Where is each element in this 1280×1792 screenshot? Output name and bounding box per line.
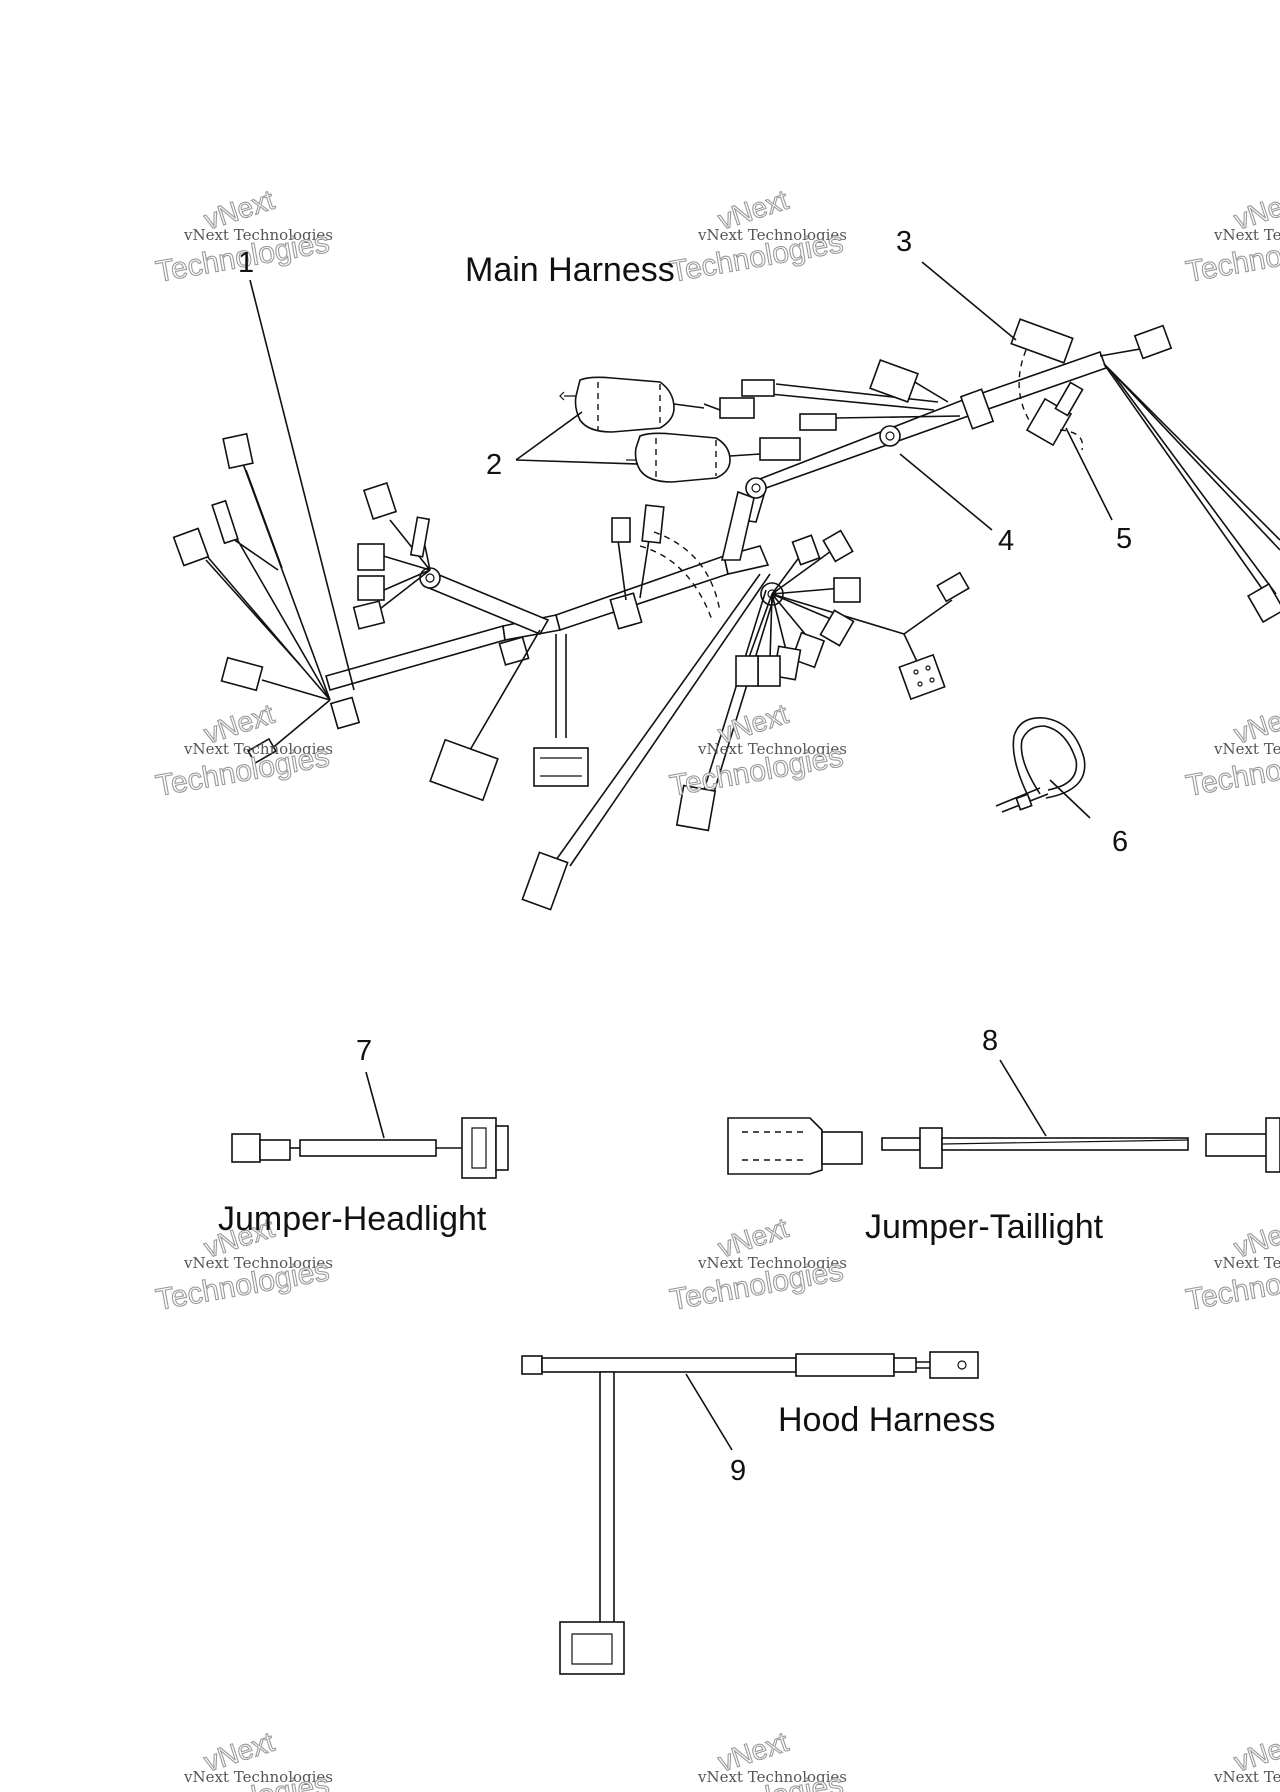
main-harness-leaders (249, 261, 1113, 819)
svg-text:vNext Technologies: vNext Technologies (183, 740, 333, 758)
callout-9: 9 (730, 1455, 746, 1487)
svg-text:vNext Technologies: vNext Technologies (1213, 1254, 1280, 1272)
jumper-headlight-title: Jumper-Headlight (218, 1200, 487, 1238)
svg-text:vNext Technologies: vNext Technologies (1213, 226, 1280, 244)
svg-text:vNext Technologies: vNext Technologies (183, 1254, 333, 1272)
watermark: vNext Technologies Technologies vNext (153, 183, 333, 289)
watermarks: vNext Technologies Technologies vNext vN… (153, 183, 1280, 1792)
watermark: vNext Technologies Technologies vNext (667, 183, 847, 289)
svg-text:vNext Technologies: vNext Technologies (697, 1768, 847, 1786)
callout-8: 8 (982, 1025, 998, 1057)
svg-text:vNext Technologies: vNext Technologies (697, 1254, 847, 1272)
jumper-headlight-drawing (231, 1071, 509, 1179)
svg-text:vNext Technologies: vNext Technologies (697, 740, 847, 758)
svg-text:vNext Technologies: vNext Technologies (183, 226, 333, 244)
hood-harness-title: Hood Harness (778, 1401, 995, 1439)
callout-4: 4 (998, 525, 1014, 557)
callout-6: 6 (1112, 826, 1128, 858)
watermark: vNext Technologies Technologies vNext (153, 1725, 333, 1792)
svg-text:vNext Technologies: vNext Technologies (183, 1768, 333, 1786)
svg-text:vNext Technologies: vNext Technologies (1213, 1768, 1280, 1786)
watermark: vNext Technologies Technologies vNext (1183, 697, 1280, 803)
watermark: vNext Technologies Technologies vNext (1183, 183, 1280, 289)
watermark: vNext Technologies Technologies vNext (1183, 1725, 1280, 1792)
callout-1: 1 (238, 247, 254, 279)
watermark: vNext Technologies Technologies vNext (667, 1725, 847, 1792)
main-harness-drawing (172, 318, 1280, 911)
watermark: vNext Technologies Technologies vNext (1183, 1211, 1280, 1317)
svg-text:vNext Technologies: vNext Technologies (697, 226, 847, 244)
callout-7: 7 (356, 1035, 372, 1067)
main-harness-title: Main Harness (465, 251, 675, 289)
callout-3: 3 (896, 226, 912, 258)
jumper-taillight-title: Jumper-Taillight (865, 1208, 1104, 1246)
jumper-taillight-drawing (727, 1059, 1280, 1175)
watermark: vNext Technologies Technologies vNext (667, 697, 847, 803)
watermark: vNext Technologies Technologies vNext (667, 1211, 847, 1317)
svg-text:vNext Technologies: vNext Technologies (1213, 740, 1280, 758)
hood-harness-drawing (521, 1351, 979, 1675)
watermark: vNext Technologies Technologies vNext (153, 697, 333, 803)
callout-2: 2 (486, 449, 502, 481)
callout-5: 5 (1116, 523, 1132, 555)
